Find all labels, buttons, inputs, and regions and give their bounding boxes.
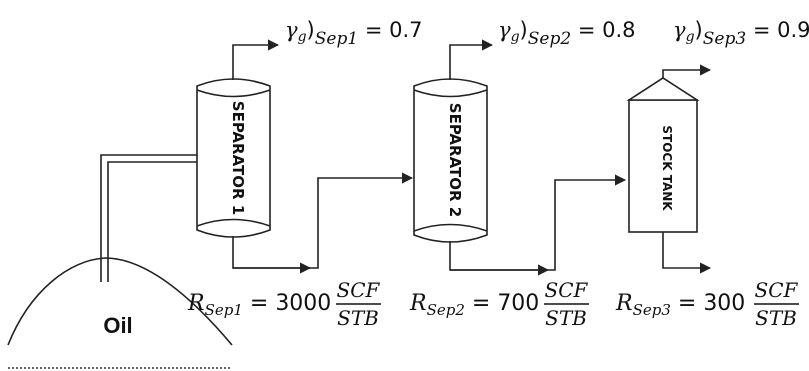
svg-text:STB: STB xyxy=(337,306,379,330)
gor-sep3: RSep3 = 300 SCF STB xyxy=(615,278,799,330)
separator-2-liquid-line xyxy=(449,174,627,271)
gor-sep1: RSep1 = 3000 SCF STB xyxy=(187,278,381,330)
svg-text:STB: STB xyxy=(545,306,587,330)
separator-2-gas-line xyxy=(449,39,494,80)
stock-tank-label: STOCK TANK xyxy=(660,125,674,211)
separator-2-label: SEPARATOR 2 xyxy=(446,103,464,217)
separator-1-label: SEPARATOR 1 xyxy=(229,101,247,215)
separator-1-gas-line xyxy=(232,39,280,80)
gas-gravity-sep2: γg)Sep2 = 0.8 xyxy=(498,18,636,49)
separator-2: SEPARATOR 2 xyxy=(413,78,488,243)
oil-reservoir: Oil xyxy=(7,257,233,369)
svg-text:γg)Sep3 = 0.9: γg)Sep3 = 0.9 xyxy=(673,18,809,49)
svg-text:SCF: SCF xyxy=(545,278,589,302)
gas-gravity-sep1: γg)Sep1 = 0.7 xyxy=(285,18,423,49)
gor-sep2: RSep2 = 700 SCF STB xyxy=(409,278,589,330)
separator-1: SEPARATOR 1 xyxy=(196,78,271,238)
svg-text:γg)Sep1 = 0.7: γg)Sep1 = 0.7 xyxy=(285,18,423,49)
stock-tank: STOCK TANK xyxy=(626,77,700,233)
stock-tank-oil-line xyxy=(662,232,712,274)
separator-1-liquid-line xyxy=(232,172,414,269)
wellbore-pipe xyxy=(100,154,200,282)
reservoir-label: Oil xyxy=(103,313,132,338)
svg-text:SCF: SCF xyxy=(337,278,381,302)
svg-text:SCF: SCF xyxy=(755,278,799,302)
svg-text:RSep2 = 700: RSep2 = 700 xyxy=(409,291,539,319)
stock-tank-gas-line xyxy=(662,64,712,78)
svg-text:RSep1 = 3000: RSep1 = 3000 xyxy=(187,291,331,319)
svg-text:RSep3 = 300: RSep3 = 300 xyxy=(615,291,745,319)
gas-gravity-sep3: γg)Sep3 = 0.9 xyxy=(673,18,809,49)
reservoir-dome xyxy=(7,257,233,346)
svg-text:STB: STB xyxy=(755,306,797,330)
svg-text:γg)Sep2 = 0.8: γg)Sep2 = 0.8 xyxy=(498,18,636,49)
